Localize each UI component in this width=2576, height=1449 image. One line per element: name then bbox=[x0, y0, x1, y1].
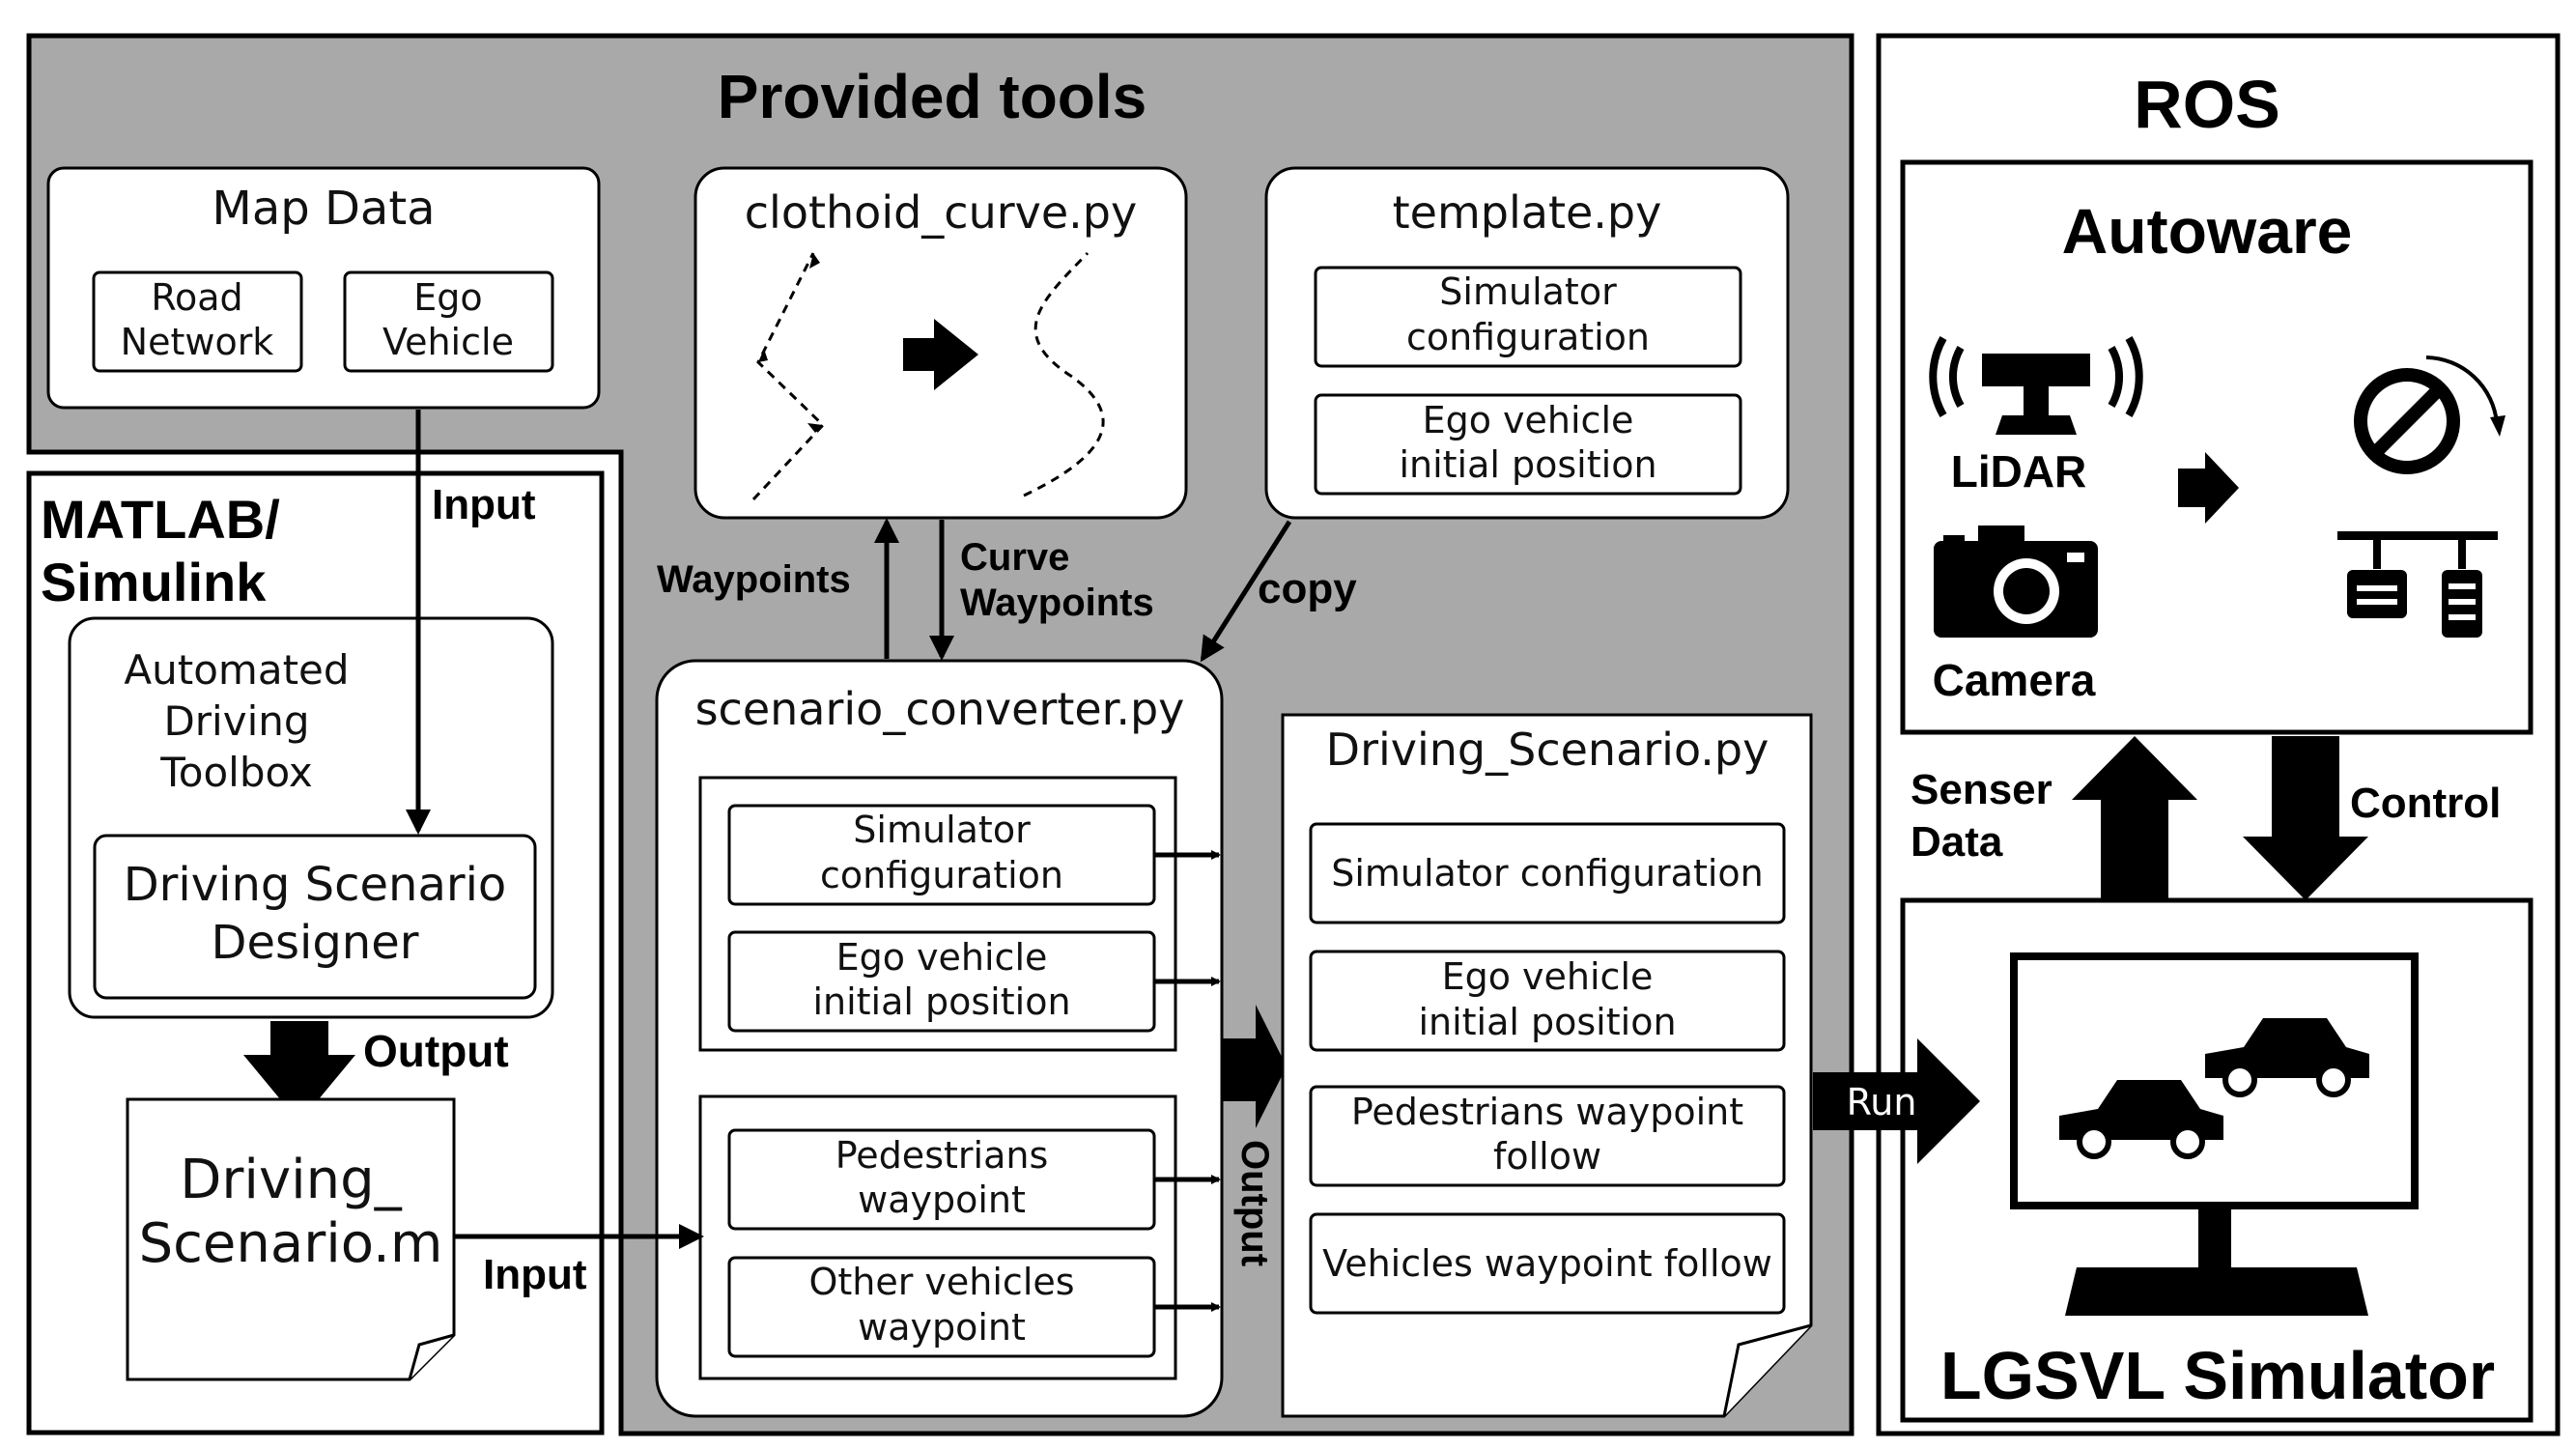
lidar-label: LiDAR bbox=[1951, 446, 2087, 497]
converter-others-line1: Other vehicles bbox=[808, 1261, 1074, 1303]
car-icon bbox=[2205, 1018, 2369, 1097]
converter-output-arrow bbox=[1221, 1005, 1287, 1128]
py-vehicles-box bbox=[1309, 1212, 1786, 1315]
sensor-data-line2: Data bbox=[1911, 818, 2003, 866]
run-label: Run bbox=[1847, 1081, 1917, 1123]
py-pedestrians-line2: follow bbox=[1493, 1135, 1601, 1178]
file-dogear bbox=[408, 1333, 455, 1380]
lgsvl-title: LGSVL Simulator bbox=[1940, 1338, 2495, 1413]
converter-others-line2: waypoint bbox=[858, 1306, 1026, 1349]
template-ego-pos-line1: Ego vehicle bbox=[1423, 399, 1634, 441]
steering-icon bbox=[2354, 355, 2505, 474]
toolbox-label-line1: Automated bbox=[124, 646, 349, 694]
pedals-icon bbox=[2337, 531, 2498, 638]
output-label: Output bbox=[363, 1026, 509, 1076]
template-sim-config-line2: configuration bbox=[1406, 316, 1650, 358]
road-network-line1: Road bbox=[151, 276, 242, 319]
copy-arrow bbox=[1200, 520, 1292, 663]
driving-py-title: Driving_Scenario.py bbox=[1326, 724, 1769, 776]
template-sim-config-box bbox=[1314, 266, 1742, 368]
output-arrow bbox=[243, 1021, 355, 1122]
template-sim-config-line1: Simulator bbox=[1439, 270, 1617, 313]
sensor-data-arrow bbox=[2072, 736, 2197, 900]
road-network-box bbox=[92, 270, 303, 373]
car-icon bbox=[2059, 1080, 2223, 1159]
provided-tools-title: Provided tools bbox=[718, 62, 1147, 131]
clothoid-title: clothoid_curve.py bbox=[745, 186, 1137, 239]
camera-label: Camera bbox=[1933, 655, 2096, 705]
converter-sim-config-line2: configuration bbox=[820, 854, 1063, 896]
converter-ego-pos-line1: Ego vehicle bbox=[836, 936, 1048, 979]
py-pedestrians-box bbox=[1309, 1085, 1786, 1187]
file-label-line1: Driving_ bbox=[180, 1149, 402, 1211]
input-top-label: Input bbox=[432, 481, 536, 528]
converter-pedestrians-line2: waypoint bbox=[858, 1179, 1026, 1221]
map-data-title: Map Data bbox=[212, 182, 435, 236]
road-network-line2: Network bbox=[121, 321, 274, 363]
ego-vehicle-line2: Vehicle bbox=[382, 321, 514, 363]
py-ego-pos-box bbox=[1309, 950, 1786, 1052]
autoware-title: Autoware bbox=[2062, 195, 2353, 267]
template-ego-pos-line2: initial position bbox=[1399, 443, 1656, 486]
autoware-process-arrow bbox=[2178, 452, 2239, 524]
designer-label-line2: Designer bbox=[212, 916, 419, 970]
converter-title: scenario_converter.py bbox=[695, 683, 1185, 735]
toolbox-label-line3: Toolbox bbox=[159, 749, 313, 796]
waypoints-label: Waypoints bbox=[657, 558, 851, 601]
waypoint-polyline-icon bbox=[751, 252, 826, 501]
lidar-icon bbox=[1929, 336, 2143, 435]
ego-vehicle-line1: Ego bbox=[413, 276, 482, 319]
curve-waypoints-line2: Waypoints bbox=[960, 582, 1154, 624]
template-title: template.py bbox=[1393, 186, 1662, 239]
converter-ego-pos-line2: initial position bbox=[812, 980, 1070, 1023]
input-bottom-label: Input bbox=[483, 1251, 587, 1298]
template-ego-pos-box bbox=[1314, 393, 1742, 496]
run-arrow bbox=[1813, 1038, 1980, 1164]
matlab-title-line2: Simulink bbox=[41, 552, 267, 612]
driving-scenario-designer-box bbox=[93, 834, 537, 1000]
monitor-icon bbox=[2010, 952, 2419, 1316]
camera-icon bbox=[1934, 526, 2098, 638]
designer-label-line1: Driving Scenario bbox=[124, 858, 507, 912]
py-vehicles-label: Vehicles waypoint follow bbox=[1322, 1242, 1772, 1285]
autoware-box bbox=[1900, 159, 2534, 735]
py-sim-config-box bbox=[1309, 822, 1786, 924]
convert-arrow-icon bbox=[903, 319, 978, 390]
py-sim-config-label: Simulator configuration bbox=[1331, 852, 1764, 895]
curve-waypoints-line1: Curve bbox=[960, 536, 1069, 579]
file-label-line2: Scenario.m bbox=[139, 1212, 443, 1275]
py-ego-pos-line2: initial position bbox=[1418, 1001, 1676, 1043]
py-pedestrians-line1: Pedestrians waypoint bbox=[1351, 1091, 1743, 1133]
converter-sim-config-line1: Simulator bbox=[853, 809, 1031, 851]
toolbox-label-line2: Driving bbox=[163, 697, 309, 745]
py-ego-pos-line1: Ego vehicle bbox=[1442, 955, 1654, 998]
matlab-title-line1: MATLAB/ bbox=[41, 489, 280, 550]
ros-title: ROS bbox=[2134, 67, 2280, 142]
copy-label: copy bbox=[1258, 565, 1357, 612]
sensor-data-line1: Senser bbox=[1911, 766, 2052, 813]
ego-vehicle-box bbox=[343, 270, 554, 373]
py-file-dogear bbox=[1722, 1323, 1812, 1417]
control-label: Control bbox=[2350, 780, 2501, 827]
control-arrow bbox=[2243, 736, 2368, 900]
output-vertical-label: Output bbox=[1233, 1140, 1276, 1266]
converter-pedestrians-line1: Pedestrians bbox=[835, 1134, 1049, 1177]
